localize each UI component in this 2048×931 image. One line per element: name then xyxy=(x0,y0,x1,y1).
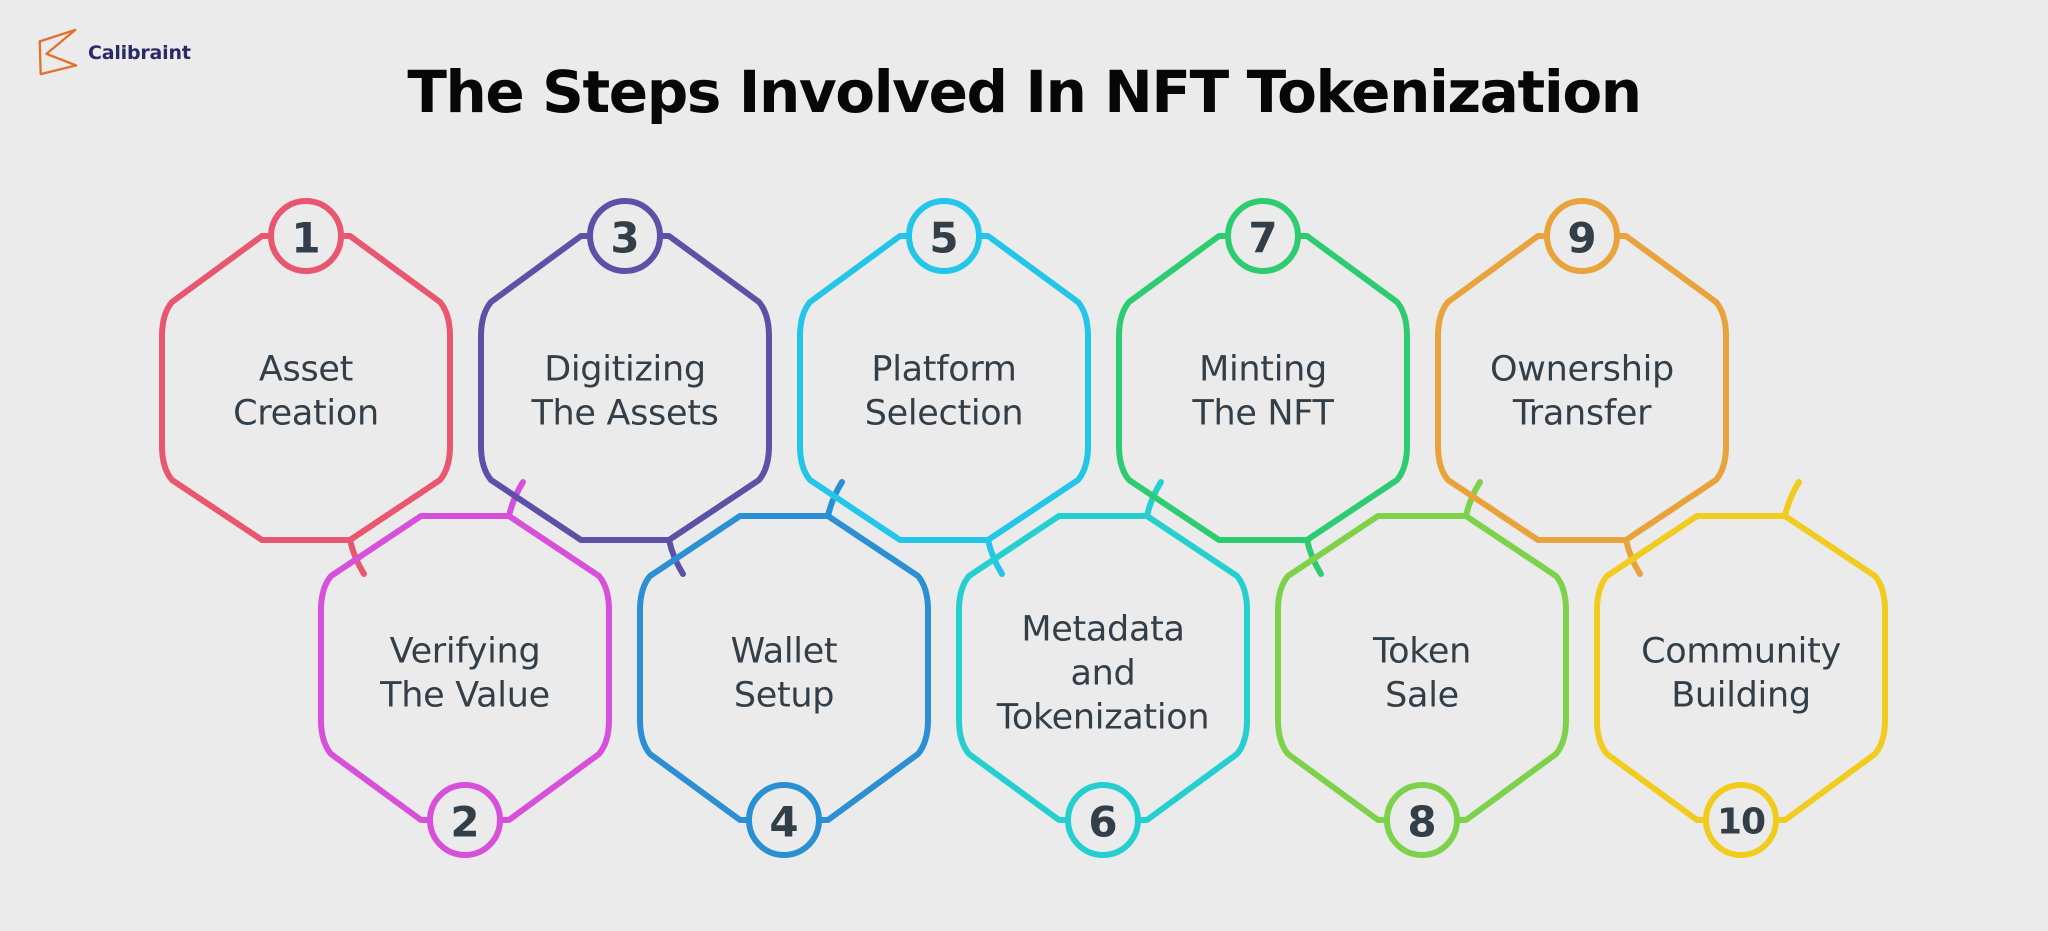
step-label-line: Ownership xyxy=(1490,349,1674,389)
step-label-line: Setup xyxy=(734,675,834,715)
step-badge-circle xyxy=(427,782,503,858)
step-label-line: Community xyxy=(1641,631,1841,671)
step-number: 5 xyxy=(929,214,958,263)
step-label-line: Sale xyxy=(1385,675,1459,715)
step-label-line: The Value xyxy=(379,675,550,715)
step-badge-circle xyxy=(268,198,344,274)
step-badge-circle xyxy=(587,198,663,274)
step-badge-circle xyxy=(1225,198,1301,274)
step-number: 8 xyxy=(1407,798,1436,847)
step-number: 3 xyxy=(610,214,639,263)
brand-logo: Calibraint xyxy=(34,26,191,76)
step-number: 9 xyxy=(1567,214,1596,263)
calibraint-z-logo-icon xyxy=(38,28,78,76)
step-label-line: and xyxy=(1071,653,1136,693)
step-label-line: Minting xyxy=(1199,349,1327,389)
step-badge-circle xyxy=(906,198,982,274)
step-badge-circle xyxy=(1384,782,1460,858)
step-number: 10 xyxy=(1717,802,1765,843)
step-label-line: Building xyxy=(1671,675,1811,715)
step-label-line: Selection xyxy=(865,393,1024,433)
step-badge-circle xyxy=(1703,782,1779,858)
step-number: 1 xyxy=(291,214,320,263)
step-badge-circle xyxy=(1544,198,1620,274)
step-label-line: Platform xyxy=(871,349,1016,389)
step-label-line: Token xyxy=(1372,631,1471,671)
step-badge-circle xyxy=(1065,782,1141,858)
step-label-line: Tokenization xyxy=(996,697,1210,737)
step-number: 6 xyxy=(1088,798,1117,847)
step-label-line: The Assets xyxy=(530,393,718,433)
connector-spur xyxy=(1782,479,1802,519)
brand-name: Calibraint xyxy=(88,41,191,64)
step-label-line: Wallet xyxy=(731,631,838,671)
step-number: 2 xyxy=(450,798,479,847)
step-number: 4 xyxy=(769,798,798,847)
page-title: The Steps Involved In NFT Tokenization xyxy=(407,58,1642,126)
step-label-line: Verifying xyxy=(390,631,541,671)
step-badge-circle xyxy=(746,782,822,858)
step-label-line: Digitizing xyxy=(544,349,706,389)
step-label-line: Creation xyxy=(233,393,379,433)
step-label-line: Metadata xyxy=(1021,609,1184,649)
step-label-line: Transfer xyxy=(1512,393,1652,433)
step-label-line: The NFT xyxy=(1191,393,1334,433)
step-number: 7 xyxy=(1248,214,1277,263)
step-label-line: Asset xyxy=(259,349,353,389)
